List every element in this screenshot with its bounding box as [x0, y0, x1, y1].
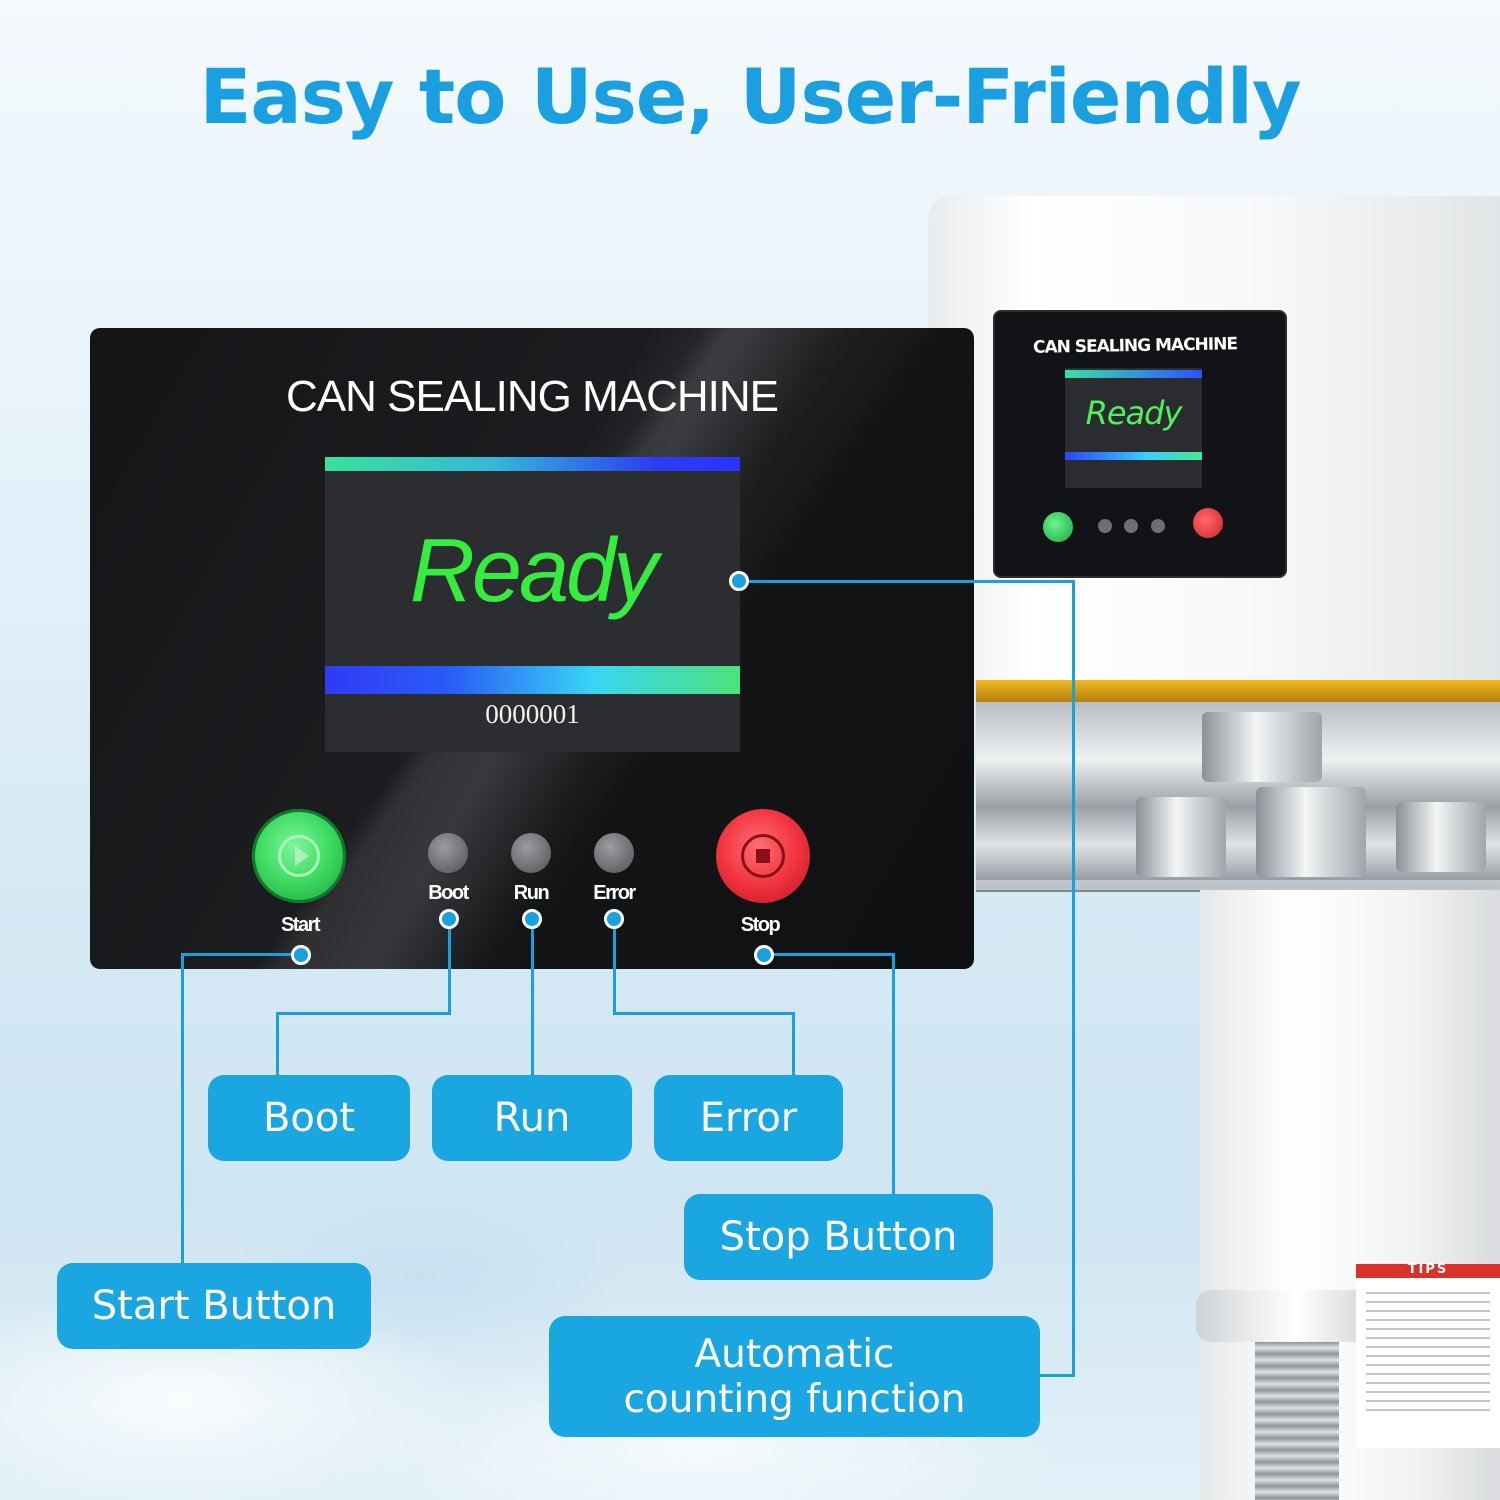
- error-indicator-led: [594, 833, 634, 873]
- machine-screen-bar-bottom: [1065, 452, 1202, 460]
- machine-error-led: [1151, 519, 1165, 533]
- mechanism-part: [1136, 797, 1226, 877]
- machine-gold-trim: [976, 680, 1500, 702]
- run-label: Run: [513, 882, 550, 904]
- mechanism-part: [1396, 802, 1486, 872]
- boot-callout: Boot: [208, 1075, 410, 1161]
- mechanism-part: [1202, 712, 1322, 782]
- headline: Easy to Use, User-Friendly: [199, 52, 1301, 141]
- machine-stop-button[interactable]: [1193, 508, 1223, 538]
- connector-line: [276, 1012, 279, 1076]
- machine-screen-bar-top: [1065, 370, 1202, 378]
- connector-line: [1040, 1374, 1075, 1377]
- play-icon: [295, 846, 309, 866]
- error-label: Error: [593, 882, 636, 904]
- boot-label: Boot: [428, 882, 469, 904]
- connector-line: [740, 580, 1075, 583]
- connector-line: [792, 1012, 795, 1076]
- stop-icon: [756, 849, 770, 863]
- start-callout-dot: [291, 945, 311, 965]
- connector-line: [613, 1012, 795, 1015]
- run-callout: Run: [432, 1075, 632, 1161]
- run-callout-dot: [522, 909, 542, 929]
- run-indicator-led: [511, 833, 551, 873]
- error-callout: Error: [654, 1075, 843, 1161]
- connector-line: [276, 1012, 451, 1015]
- play-icon-ring: [278, 835, 320, 877]
- counter-display: 0000001: [485, 699, 580, 729]
- stop-callout-dot: [754, 945, 774, 965]
- counting-callout-line1: Automatic: [694, 1331, 895, 1377]
- connector-line: [181, 953, 184, 1265]
- tips-text-lines: [1366, 1292, 1490, 1412]
- boot-callout-dot: [439, 909, 459, 929]
- status-text: Ready: [409, 521, 658, 621]
- machine-plate: [976, 880, 1500, 890]
- boot-indicator-led: [428, 833, 468, 873]
- machine-panel-screen: [1065, 368, 1202, 488]
- machine-boot-led: [1098, 519, 1112, 533]
- machine-panel-status: Ready: [1085, 394, 1183, 432]
- screen-bar-bottom: [325, 666, 740, 694]
- counting-function-callout: Automatic counting function: [549, 1316, 1040, 1437]
- panel-title: CAN SEALING MACHINE: [286, 372, 779, 421]
- machine-run-led: [1124, 519, 1138, 533]
- connector-line: [531, 918, 534, 1076]
- tips-title: TIPS: [1407, 1262, 1449, 1277]
- connector-line: [1072, 580, 1075, 1377]
- screen-bar-top: [325, 457, 740, 471]
- machine-start-button[interactable]: [1043, 512, 1073, 542]
- error-callout-dot: [604, 909, 624, 929]
- stop-icon-ring: [741, 834, 785, 878]
- mechanism-part: [1256, 787, 1366, 877]
- connector-line: [181, 953, 301, 956]
- start-button-callout: Start Button: [57, 1263, 371, 1349]
- connector-line: [764, 953, 895, 956]
- connector-line: [613, 918, 616, 1015]
- start-label: Start: [280, 914, 321, 936]
- display-screen: [325, 457, 740, 752]
- machine-screw: [1255, 1342, 1339, 1500]
- counting-callout-line2: counting function: [623, 1376, 966, 1422]
- connector-line: [448, 918, 451, 1015]
- stop-label: Stop: [740, 914, 781, 936]
- stop-button-callout: Stop Button: [684, 1194, 993, 1280]
- connector-line: [892, 953, 895, 1196]
- screen-callout-dot: [729, 571, 749, 591]
- sealing-mechanism: [976, 702, 1500, 892]
